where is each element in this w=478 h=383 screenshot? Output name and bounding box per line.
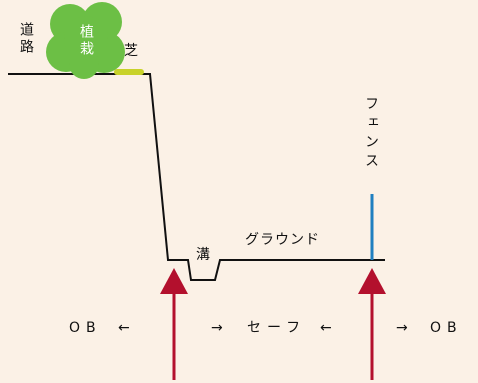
ob-left-label: OB [69, 320, 102, 336]
boundary-arrow-left [160, 268, 188, 380]
ditch-label: 溝 [196, 247, 210, 263]
safe-label: セーフ [247, 320, 307, 336]
left-arrow-label-2: ← [320, 320, 338, 336]
lawn-label: 芝 [124, 43, 138, 59]
right-arrow-label-2: → [396, 320, 414, 336]
trees-label: 植栽 [78, 24, 94, 58]
fence-label: フェンス [363, 96, 379, 172]
ground-label: グラウンド [245, 232, 320, 248]
road-label: 道路 [18, 22, 34, 56]
terrain-profile [8, 73, 385, 281]
lawn-strip [114, 69, 144, 75]
ob-right-label: OB [430, 320, 463, 336]
right-arrow-label-1: → [211, 320, 229, 336]
tree-icon [46, 2, 125, 79]
boundary-arrow-right [358, 268, 386, 380]
left-arrow-label-1: ← [118, 320, 136, 336]
